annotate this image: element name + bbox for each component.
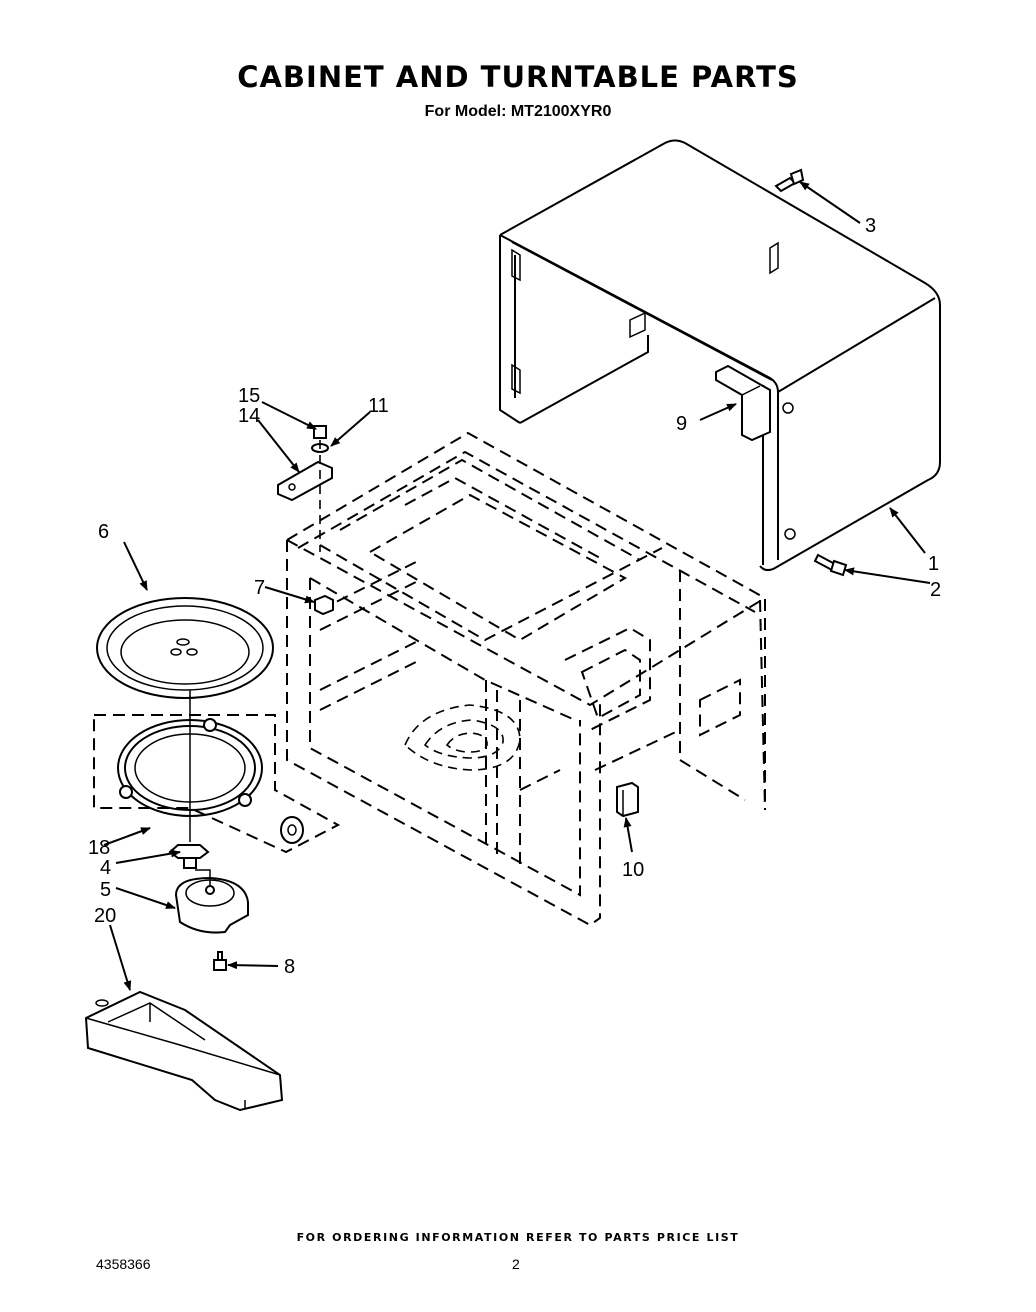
screw-part-15 [313,425,327,439]
callout-14: 14 [238,405,260,427]
model-subtitle: For Model: MT2100XYR0 [424,103,612,120]
document-number: 4358366 [96,1256,151,1272]
callout-7: 7 [254,577,265,599]
callout-4: 4 [100,857,111,879]
callout-3: 3 [865,215,876,237]
turntable-motor-part-5 [174,869,249,934]
callout-1: 1 [928,553,939,575]
callout-8: 8 [284,956,295,978]
turntable-tray-part-6 [96,597,274,699]
page-title: CABINET AND TURNTABLE PARTS [237,60,799,94]
coupler-part-4 [168,844,210,869]
screw-part-8 [213,951,227,971]
callout-15: 15 [238,385,260,407]
leader-lines [103,181,931,991]
callout-labels: 3 1 2 9 15 14 11 6 7 10 18 4 5 20 8 [88,215,941,978]
callout-11: 11 [368,395,389,417]
callout-10: 10 [622,859,644,881]
callout-2: 2 [930,579,941,601]
bracket-part-9 [715,364,771,442]
callout-5: 5 [100,879,111,901]
hinge-bracket-part-14 [277,460,333,502]
page-number: 2 [512,1256,520,1272]
support-assembly-part-18 [93,690,341,854]
outer-cabinet-wrapper [499,139,941,572]
motor-cover-part-20 [84,990,284,1112]
nut-part-7 [314,594,334,616]
latch-part-10 [616,781,639,818]
callout-18: 18 [88,837,110,859]
ordering-note: FOR ORDERING INFORMATION REFER TO PARTS … [296,1231,740,1244]
callout-6: 6 [98,521,109,543]
screw-part-3 [774,168,805,193]
callout-20: 20 [94,905,116,927]
microwave-chassis-outline [286,431,766,927]
screw-part-2 [813,553,848,577]
callout-9: 9 [676,413,687,435]
